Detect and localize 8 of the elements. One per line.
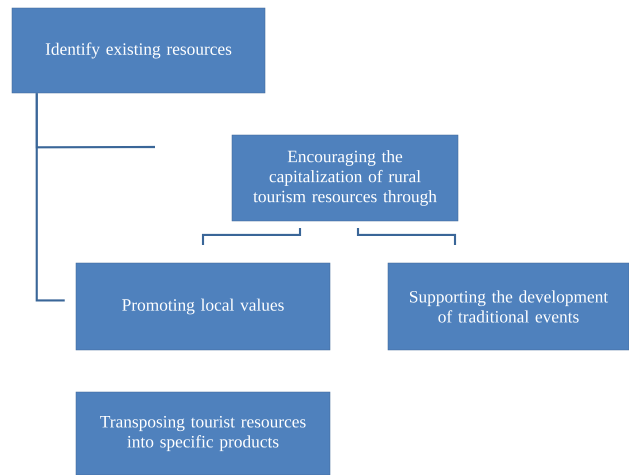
- process-box: Transposing tourist resources into specific products: [76, 392, 330, 475]
- connector-line: [202, 228, 302, 245]
- process-box: Promoting local values: [76, 262, 330, 350]
- process-box: Encouraging the capitalization of rural tourism resources through: [232, 134, 458, 222]
- connector-line: [356, 228, 456, 245]
- connector-line: [36, 93, 65, 302]
- process-box: Supporting the development of traditional events: [388, 262, 629, 350]
- process-box: Identify existing resources: [12, 8, 266, 94]
